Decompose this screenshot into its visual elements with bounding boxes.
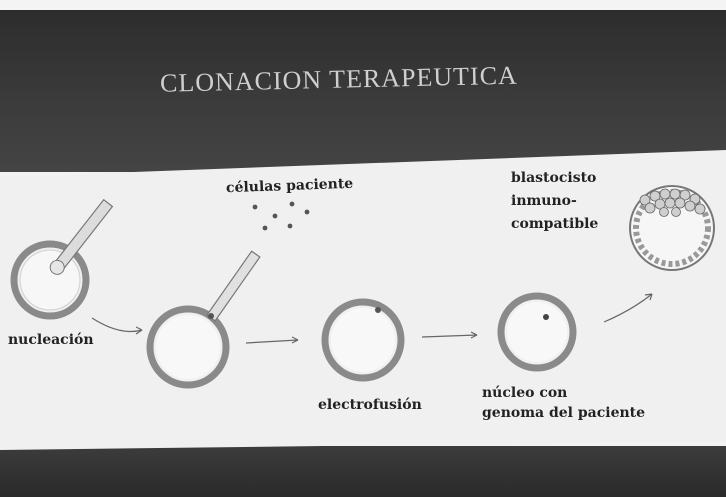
- electrofusion-cell: [321, 298, 405, 382]
- arrow-2: [245, 339, 299, 344]
- label-blastocyst-line1: blastocisto: [511, 170, 597, 186]
- label-nucleus-line2: genoma del paciente: [482, 405, 646, 421]
- oocyte-enucleation: [10, 198, 114, 320]
- slide-top-edge: [0, 0, 726, 10]
- label-blastocyst-line2: inmuno-: [511, 193, 577, 209]
- arrow-1: [91, 317, 143, 333]
- label-electrofusion: electrofusión: [318, 397, 422, 413]
- enucleation-pipette: [49, 198, 114, 275]
- nucleus-cell: [497, 292, 577, 372]
- blastocyst: [629, 185, 715, 271]
- slide-bottom-dark-band: [0, 446, 726, 497]
- patient-cells-dots: [252, 201, 310, 231]
- inner-cell-mass: [639, 188, 706, 217]
- enucleated-oocyte: [146, 250, 261, 389]
- injection-pipette: [206, 250, 261, 322]
- label-nucleus-line1: núcleo con: [482, 385, 568, 401]
- arrow-4: [603, 293, 653, 323]
- label-enucleation: nucleación: [8, 332, 94, 348]
- label-blastocyst-line3: compatible: [511, 216, 599, 232]
- slide-top-dark-band: [0, 0, 726, 172]
- arrow-3: [421, 334, 478, 338]
